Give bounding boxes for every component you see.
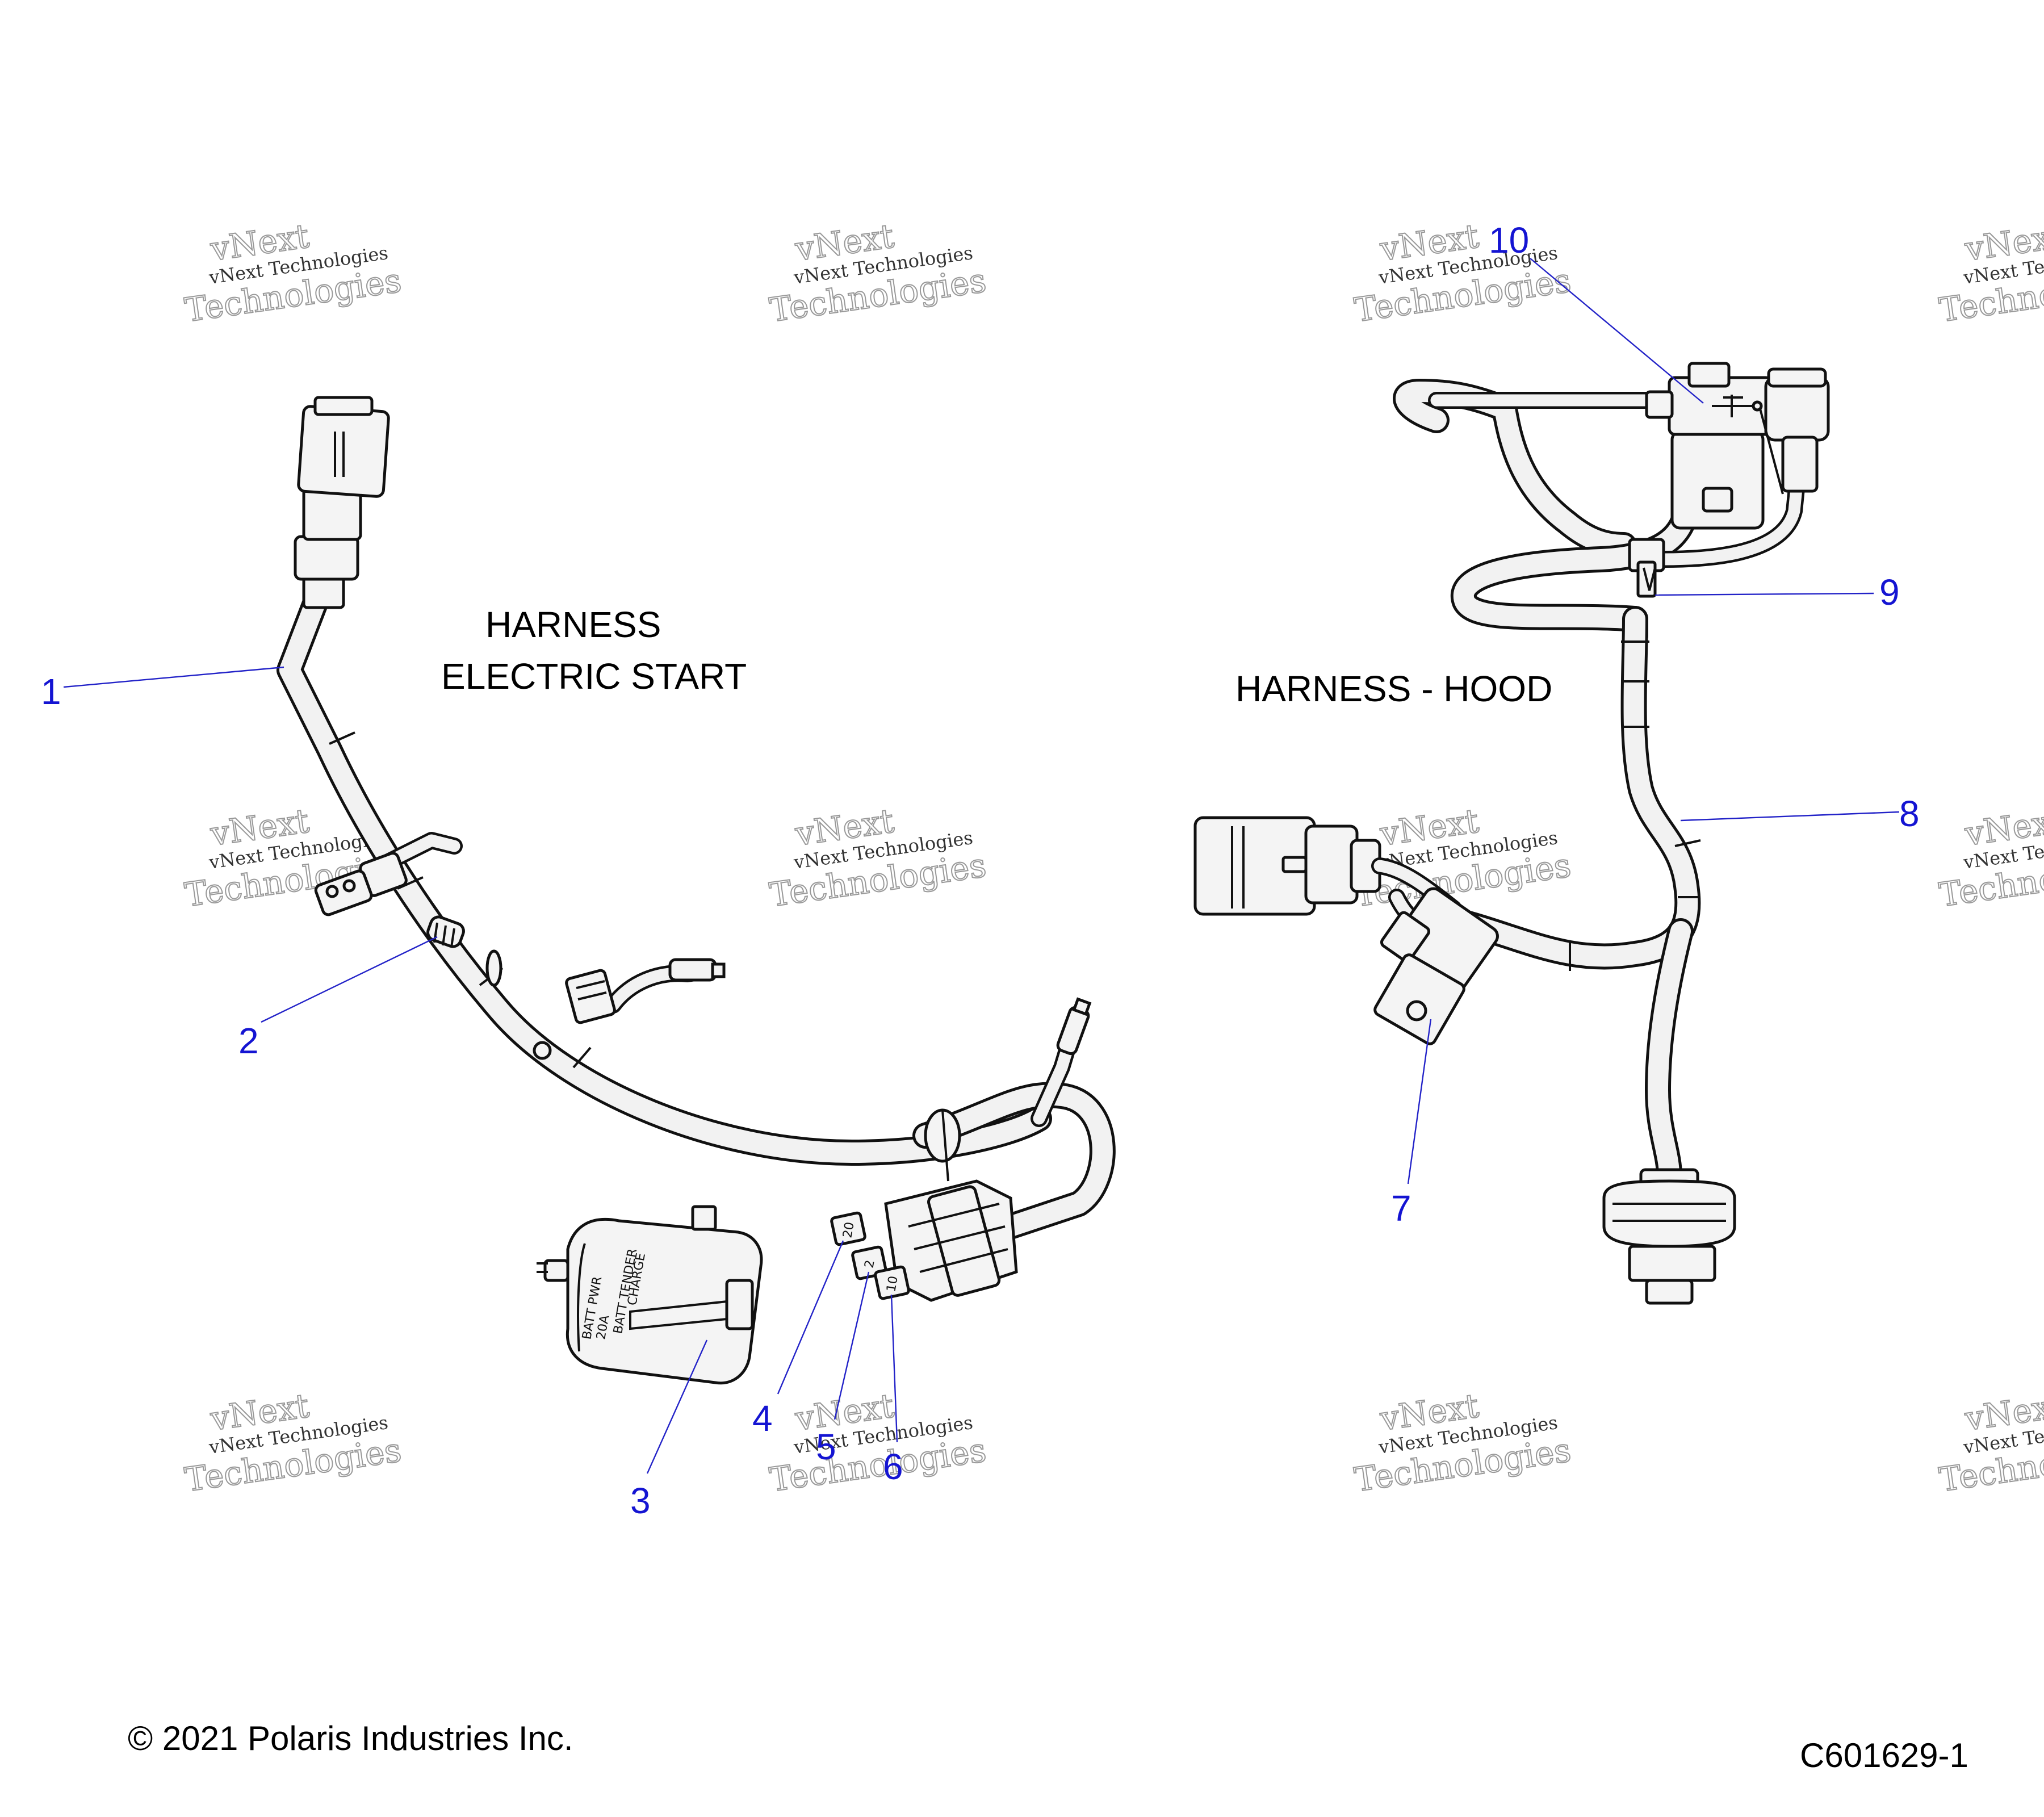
callout-10: 10 (1489, 220, 1529, 261)
harness-clip (1628, 538, 1665, 598)
ring-terminal (1056, 997, 1092, 1056)
callout-8: 8 (1899, 793, 1920, 834)
main-connector (294, 396, 390, 609)
angled-connector (1373, 887, 1499, 1045)
fuse-block (884, 1108, 1018, 1302)
callout-3: 3 (630, 1480, 651, 1521)
watermarks: vNext vNext Technologies Technologies vN… (182, 216, 2044, 1500)
watermark: vNext vNext Technologies Technologies (182, 1385, 404, 1500)
watermark: vNext vNext Technologies Technologies (767, 216, 989, 330)
fuse-20a: 20 (830, 1211, 866, 1246)
side-connector (314, 832, 463, 916)
watermark: vNext vNext Technologies Technologies (767, 1385, 989, 1500)
grommet (426, 915, 465, 948)
svg-text:20: 20 (840, 1221, 857, 1239)
svg-text:2: 2 (862, 1259, 878, 1269)
callout-2: 2 (238, 1020, 259, 1061)
callout-7: 7 (1391, 1188, 1411, 1229)
diagram-id: C601629-1 (1800, 1736, 1968, 1774)
callout-9: 9 (1879, 572, 1900, 613)
callout-6: 6 (883, 1446, 903, 1487)
watermark: vNext vNext Technologies Technologies (1351, 1385, 1574, 1500)
callout-4: 4 (752, 1398, 773, 1439)
harness-electric-start: BATT PWR 20A BATT TENDER CHARGE 20 2 10 (277, 396, 1116, 1385)
leader-lines (63, 258, 1900, 1474)
fuse-10a: 10 (874, 1265, 910, 1300)
callout-numbers: 1 2 3 4 5 6 7 8 9 10 (41, 220, 1920, 1521)
usb-receptacle (1645, 362, 1830, 530)
ring-terminal (668, 958, 726, 982)
harness-hood (1193, 362, 1830, 1305)
bottom-connector (1602, 1168, 1736, 1305)
watermark: vNext vNext Technologies Technologies (1936, 216, 2044, 330)
title-electric-start: ELECTRIC START (441, 656, 747, 697)
svg-text:10: 10 (884, 1275, 900, 1293)
watermark: vNext vNext Technologies Technologies (1351, 216, 1574, 330)
relay-connector (533, 969, 616, 1060)
title-harness: HARNESS (485, 604, 661, 645)
callout-5: 5 (816, 1426, 836, 1467)
watermark: vNext vNext Technologies Technologies (182, 216, 404, 330)
copyright-text: © 2021 Polaris Industries Inc. (128, 1719, 573, 1757)
watermark: vNext vNext Technologies Technologies (1936, 1385, 2044, 1500)
title-harness-hood: HARNESS - HOOD (1235, 668, 1552, 709)
fuse-box-cover: BATT PWR 20A BATT TENDER CHARGE (537, 1205, 763, 1385)
watermark: vNext vNext Technologies Technologies (1936, 801, 2044, 915)
multi-pin-connector (1193, 816, 1381, 916)
watermark: vNext vNext Technologies Technologies (767, 801, 989, 915)
callout-1: 1 (41, 671, 61, 712)
